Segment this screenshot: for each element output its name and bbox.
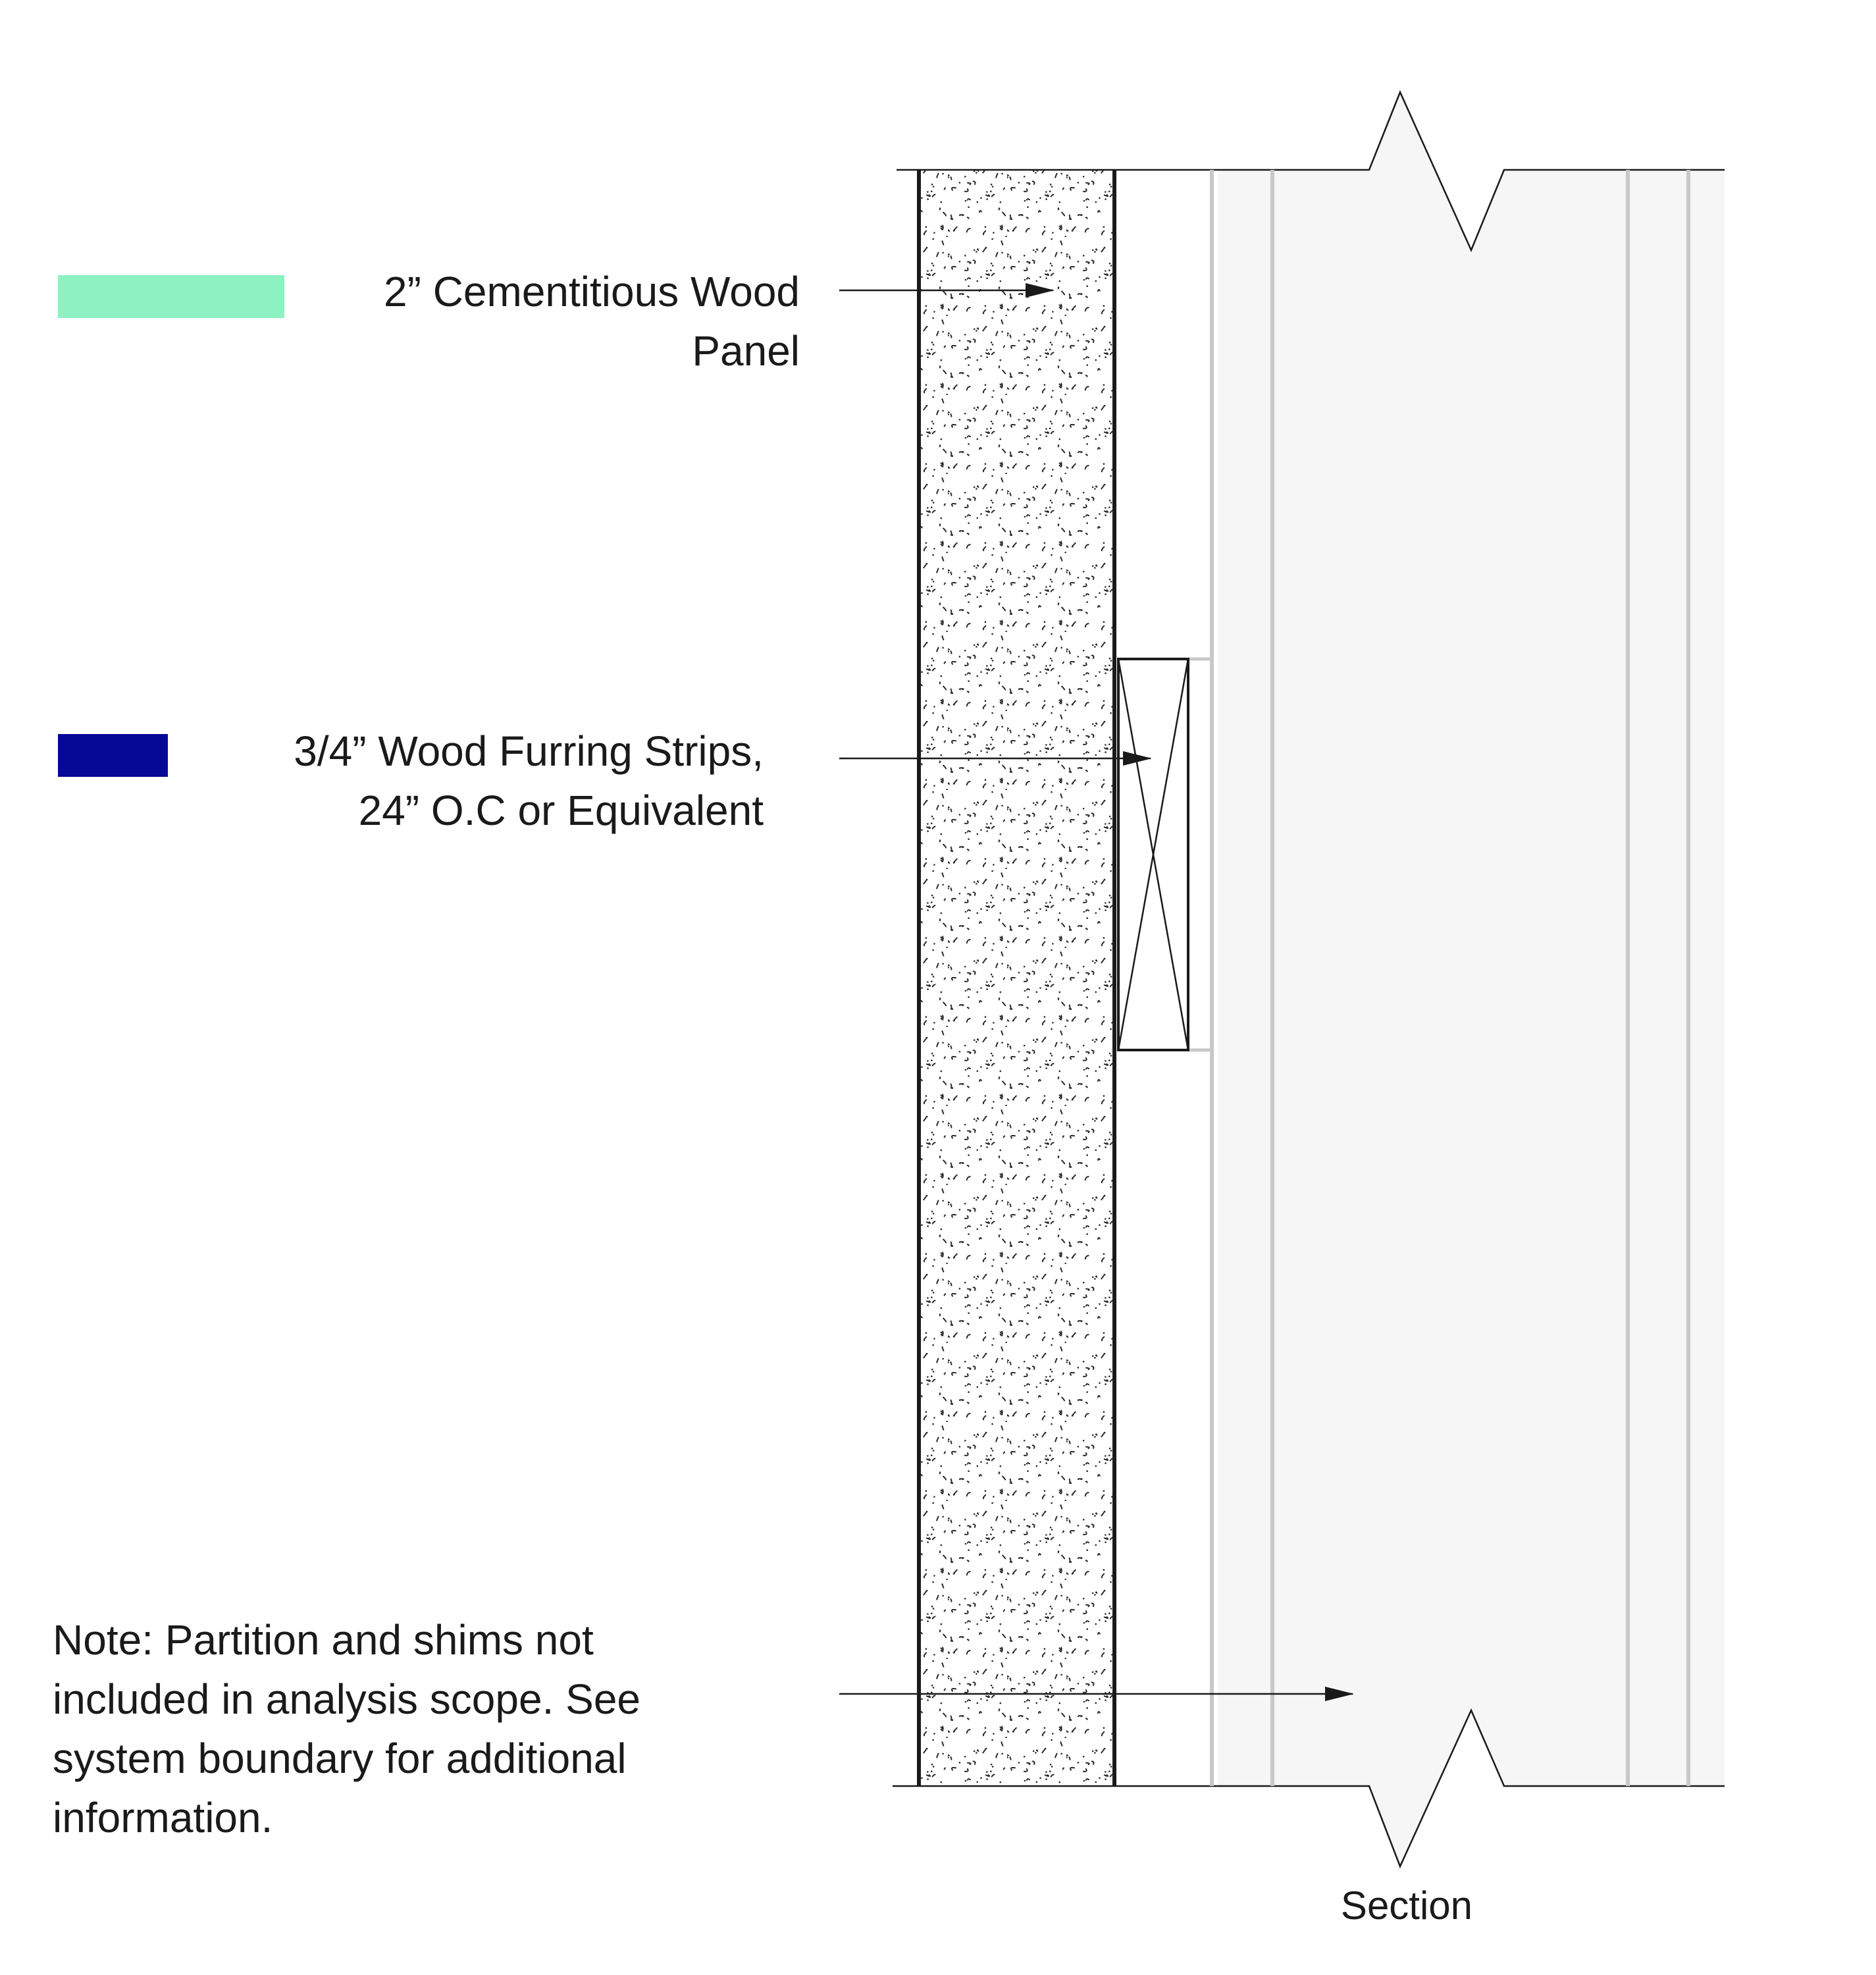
- note-line-2: included in analysis scope. See: [53, 1675, 640, 1723]
- legend-label-panel-line-1: 2” Cementitious Wood: [384, 268, 800, 315]
- wood-furring-strip: [1117, 658, 1189, 1051]
- legend-label-panel-line-2: Panel: [692, 327, 800, 375]
- partition-body: [1218, 92, 1725, 1866]
- legend-label-furring-line-1: 3/4” Wood Furring Strips,: [294, 727, 764, 775]
- legend-label-furring-line-2: 24” O.C or Equivalent: [359, 787, 764, 834]
- legend-swatch-furring: [58, 734, 168, 777]
- section-label: Section: [1341, 1883, 1472, 1928]
- note-line-3: system boundary for additional: [53, 1735, 627, 1782]
- partition-bottom-break-line: [893, 1708, 1725, 1869]
- partition-top-break-line: [897, 90, 1725, 253]
- cementitious-wood-panel: [919, 170, 1114, 1786]
- note-line-4: information.: [53, 1794, 273, 1841]
- note-line-1: Note: Partition and shims not: [53, 1616, 594, 1664]
- legend-swatch-panel: [58, 275, 284, 318]
